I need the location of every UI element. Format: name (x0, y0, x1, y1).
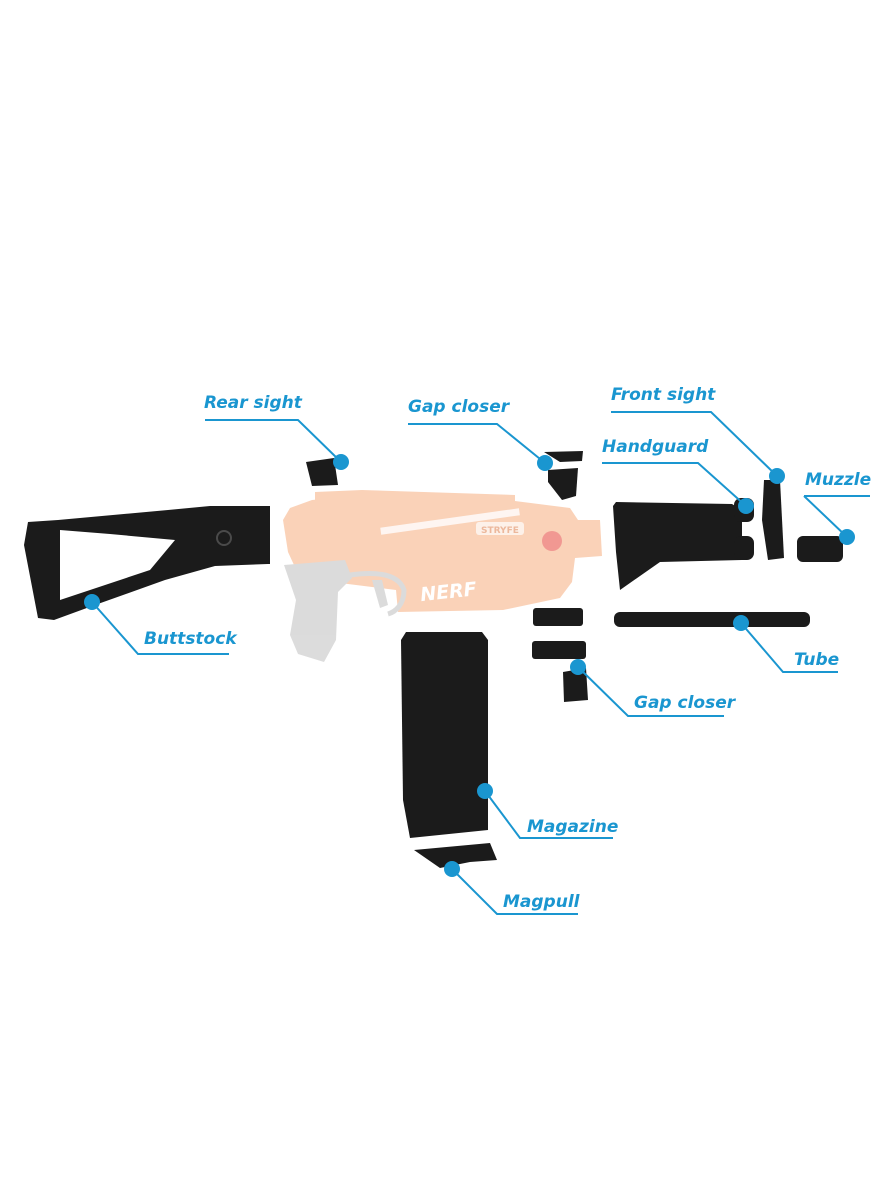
blaster-trigger (372, 580, 388, 608)
gap-closer-bottom (532, 608, 588, 702)
callout-buttstock (84, 594, 229, 655)
blaster-grip (284, 560, 352, 662)
muzzle (797, 536, 843, 562)
magpull (414, 843, 497, 868)
label-magpull: Magpull (503, 892, 580, 912)
label-rear-sight: Rear sight (204, 393, 302, 413)
tube (614, 612, 810, 627)
label-tube: Tube (794, 650, 840, 670)
label-gap-closer-top: Gap closer (408, 397, 510, 417)
buttstock-screw (216, 530, 232, 546)
blaster-body: NERF STRYFE (283, 490, 602, 662)
blaster-trigger-guard (349, 571, 407, 617)
callout-gap-closer-top (408, 423, 553, 471)
blaster-top-rail (315, 490, 515, 503)
label-muzzle: Muzzle (805, 470, 872, 490)
buttstock-hinge (248, 506, 270, 564)
callout-front-sight (611, 411, 785, 484)
front-sight (762, 480, 784, 560)
label-gap-closer-bottom: Gap closer (634, 693, 736, 713)
callout-muzzle (803, 495, 870, 545)
label-handguard: Handguard (602, 437, 709, 457)
blaster-model-name: STRYFE (481, 526, 519, 536)
callout-magpull (444, 861, 578, 915)
label-magazine: Magazine (527, 817, 619, 837)
blaster-model-plate (476, 522, 524, 535)
blaster-stripe (380, 508, 520, 535)
buttstock-body (24, 506, 268, 620)
blaster-receiver (283, 497, 602, 612)
callout-gap-closer-bottom (570, 659, 724, 717)
callout-handguard (602, 462, 754, 514)
callout-magazine (477, 783, 613, 839)
callout-rear-sight (205, 419, 349, 470)
rear-sight (306, 458, 338, 486)
handguard (613, 498, 754, 590)
label-buttstock: Buttstock (144, 629, 237, 649)
gap-closer-top (544, 451, 583, 500)
label-front-sight: Front sight (611, 385, 716, 405)
magazine (401, 632, 488, 838)
buttstock (24, 506, 270, 620)
callout-tube (733, 615, 838, 673)
blaster-flywheel-light (542, 531, 562, 551)
